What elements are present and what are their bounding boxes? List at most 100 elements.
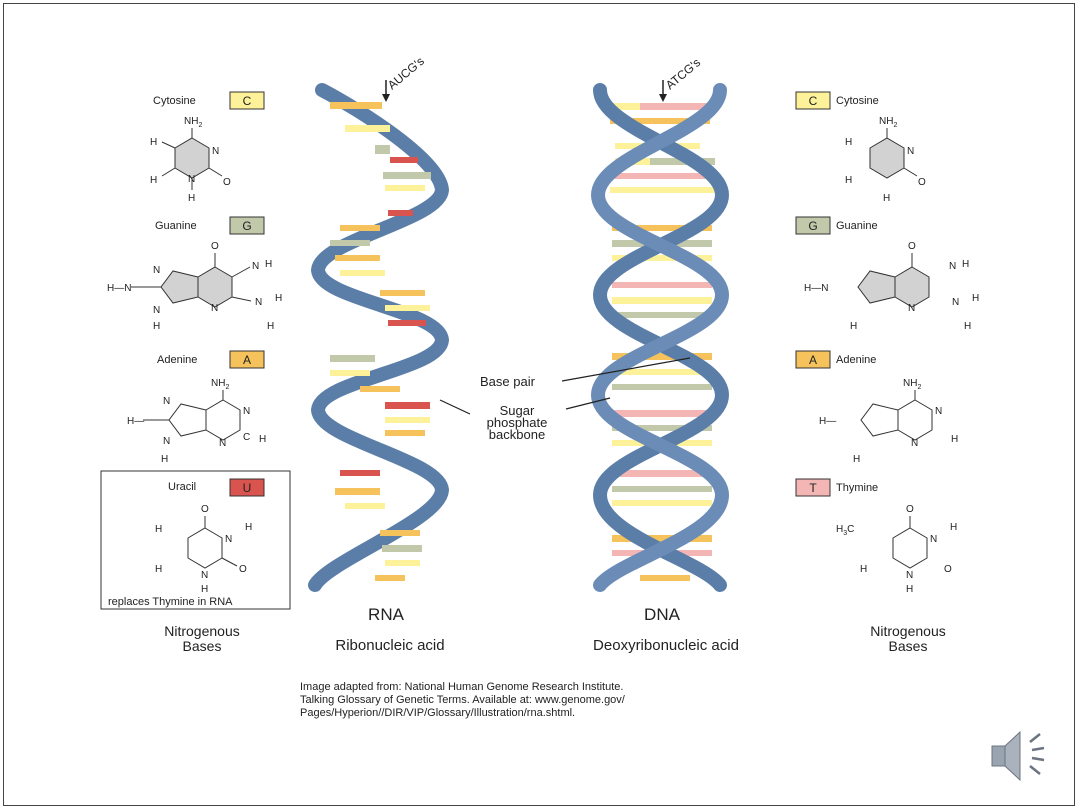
credit-line3: Pages/Hyperion//DIR/VIP/Glossary/Illustr… [300, 707, 575, 719]
svg-text:NH2: NH2 [903, 378, 921, 391]
svg-text:H: H [161, 454, 168, 465]
rung [385, 185, 425, 191]
rung [340, 225, 380, 231]
right-adenine: A Adenine NH2 N H H— H N [795, 350, 958, 465]
nitrogenous-left-line2: Bases [183, 638, 222, 654]
rung [388, 210, 413, 216]
rung [330, 240, 370, 246]
right-guanine-name: Guanine [836, 220, 878, 232]
svg-text:O: O [944, 564, 952, 575]
right-thymine-name: Thymine [836, 482, 878, 494]
svg-text:NH2: NH2 [879, 116, 897, 129]
rung [612, 297, 712, 304]
rung [612, 470, 712, 477]
rung [385, 430, 425, 436]
svg-text:O: O [918, 177, 926, 188]
svg-text:H—: H— [127, 416, 144, 427]
left-adenine-name: Adenine [157, 354, 197, 366]
rung [330, 102, 382, 109]
svg-text:H: H [275, 293, 282, 304]
svg-text:H: H [245, 522, 252, 533]
rung [612, 535, 712, 542]
rung [360, 386, 400, 392]
rung [335, 255, 380, 261]
rung [612, 353, 712, 360]
right-guanine: G Guanine O N H N H H H—N H N [795, 216, 979, 332]
right-cytosine: C Cytosine NH2 H H H O N [795, 91, 926, 204]
right-cytosine-name: Cytosine [836, 95, 879, 107]
svg-text:N: N [212, 146, 219, 157]
right-cytosine-letter: C [809, 94, 818, 108]
svg-text:N: N [219, 438, 226, 449]
rung [335, 488, 380, 495]
svg-text:N: N [252, 261, 259, 272]
svg-text:O: O [223, 177, 231, 188]
rung [612, 486, 712, 492]
uracil-box: Uracil U O N H O H H N H replaces Thymin… [100, 470, 291, 610]
right-adenine-name: Adenine [836, 354, 876, 366]
rung [388, 320, 426, 326]
rung [375, 145, 390, 154]
svg-text:N: N [952, 297, 959, 308]
speaker-icon[interactable] [991, 730, 1045, 782]
rung [340, 470, 380, 476]
rung [330, 370, 370, 376]
sugar-leader-rna [439, 399, 471, 415]
svg-text:H: H [845, 137, 852, 148]
rung [612, 425, 712, 431]
rung [640, 103, 715, 110]
uracil-note: replaces Thymine in RNA [108, 596, 233, 608]
svg-text:N: N [906, 570, 913, 581]
svg-text:N: N [188, 174, 195, 185]
svg-text:N: N [153, 265, 160, 276]
rung [612, 255, 712, 261]
left-adenine-letter: A [243, 353, 251, 367]
svg-text:H: H [155, 564, 162, 575]
right-thymine: T Thymine O N H O H3C H N H [795, 478, 957, 595]
svg-text:H: H [964, 321, 971, 332]
right-cytosine-swatch [795, 91, 831, 110]
rung [640, 575, 690, 581]
credit-line1: Image adapted from: National Human Genom… [300, 681, 623, 693]
right-thymine-swatch [795, 478, 831, 497]
rung [345, 503, 385, 509]
rna-title: RNA [368, 605, 405, 624]
left-cytosine-swatch [229, 91, 265, 110]
base-pair-bg [476, 372, 562, 390]
svg-text:N: N [935, 406, 942, 417]
dna-helix: ATCG's [590, 55, 730, 592]
thymine-structure: O N H O H3C H N H [836, 504, 957, 595]
rung [380, 290, 425, 296]
rung [612, 500, 712, 506]
adenine-structure-left: NH2 N C H H— N N H N [127, 378, 266, 465]
svg-text:O: O [906, 504, 914, 515]
label-sugar-line1: Sugar [500, 403, 535, 418]
rung [612, 384, 712, 390]
svg-text:H: H [267, 321, 274, 332]
rna-strand: AUCG's [308, 54, 450, 592]
rna-backbone [308, 83, 450, 592]
svg-text:H: H [850, 321, 857, 332]
svg-text:H: H [265, 259, 272, 270]
svg-text:H: H [906, 584, 913, 595]
sugar-leader-dna [565, 397, 611, 410]
svg-text:H—N: H—N [107, 283, 131, 294]
dna-title: DNA [644, 605, 681, 624]
svg-text:N: N [163, 436, 170, 447]
label-sugar-line2: phosphate [487, 415, 548, 430]
svg-text:NH2: NH2 [184, 116, 202, 129]
svg-text:N: N [163, 396, 170, 407]
svg-text:H: H [972, 293, 979, 304]
svg-text:N: N [949, 261, 956, 272]
svg-text:H: H [951, 434, 958, 445]
rung [385, 417, 430, 423]
dna-marker-arrowhead [659, 94, 667, 102]
svg-text:N: N [911, 438, 918, 449]
left-guanine-name: Guanine [155, 220, 197, 232]
sugar-label-bg [470, 403, 566, 443]
svg-text:N: N [930, 534, 937, 545]
rung [385, 305, 430, 311]
rung [383, 172, 431, 179]
left-guanine-letter: G [242, 219, 251, 233]
